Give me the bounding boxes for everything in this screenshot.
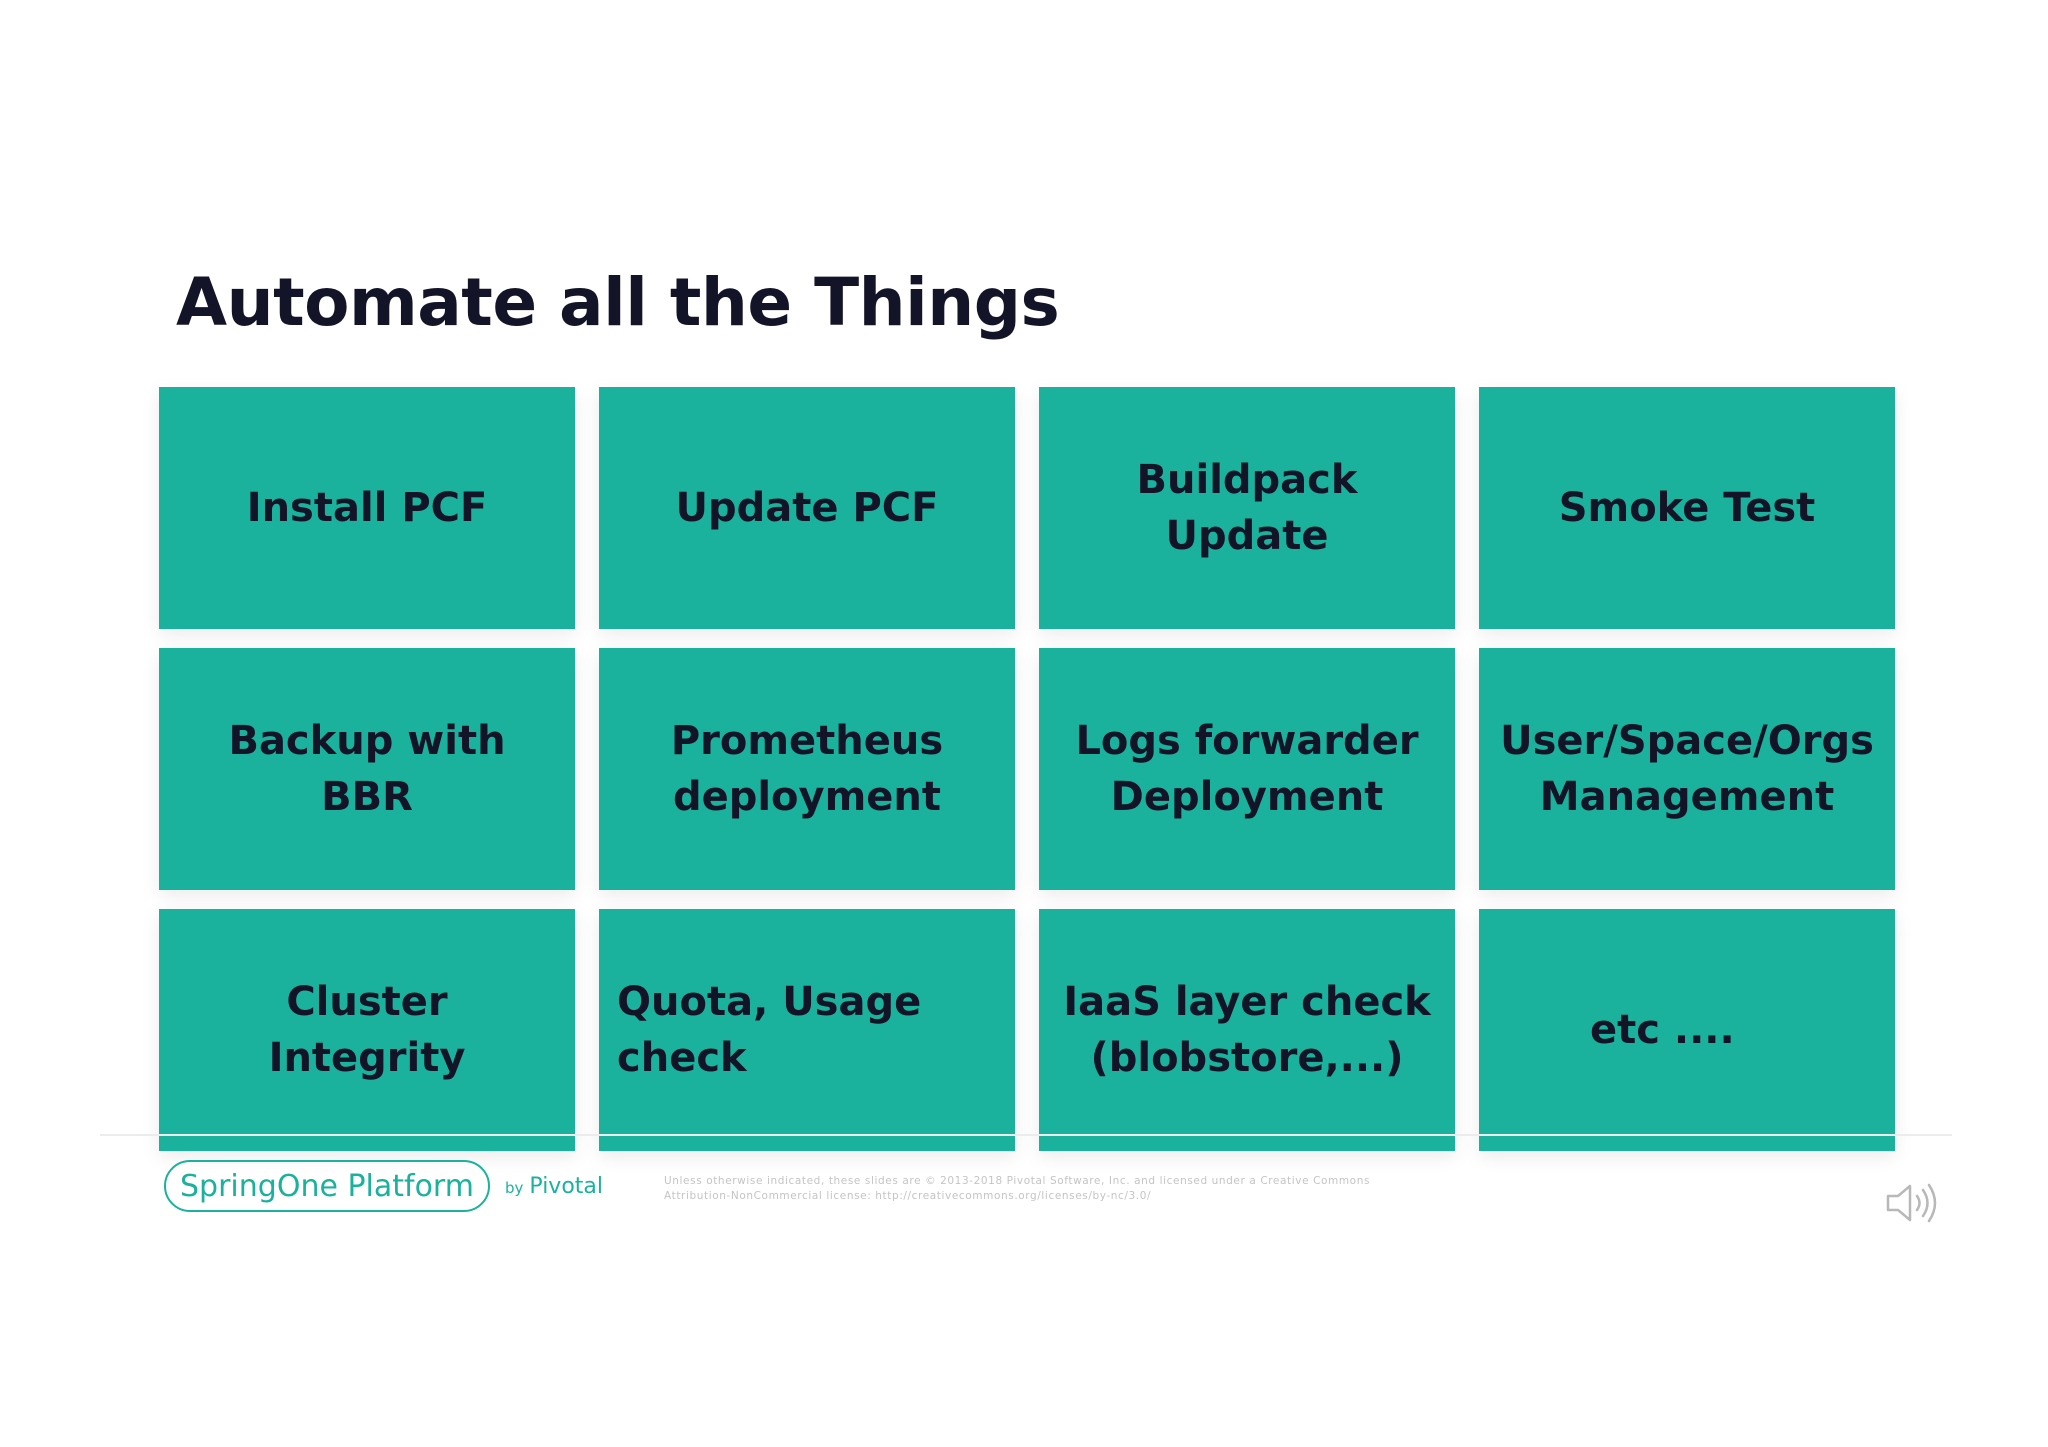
tile-label: Prometheus deployment [670,718,944,820]
by-text: by [505,1179,524,1197]
springone-platform-logo: SpringOne Platform [164,1160,490,1212]
tile-label: IaaS layer check (blobstore,...) [1063,979,1431,1081]
tile-label: Cluster Integrity [268,979,466,1081]
tile-install-pcf: Install PCF [159,387,575,629]
tile-update-pcf: Update PCF [599,387,1015,629]
tile-label: Smoke Test [1558,485,1816,531]
legal-notice: Unless otherwise indicated, these slides… [664,1174,1464,1204]
tile-label: etc .... [1590,1007,1735,1053]
tile-label: Buildpack Update [1136,457,1358,559]
tile-smoke-test: Smoke Test [1479,387,1895,629]
tile-label: Logs forwarder Deployment [1075,718,1419,820]
tile-user-space-orgs-management: User/Space/Orgs Management [1479,648,1895,890]
tile-label: Install PCF [246,485,488,531]
tile-buildpack-update: Buildpack Update [1039,387,1455,629]
speaker-icon[interactable] [1884,1180,1940,1226]
tile-prometheus-deployment: Prometheus deployment [599,648,1015,890]
tile-cluster-integrity: Cluster Integrity [159,909,575,1151]
pivotal-logo: by Pivotal [505,1174,603,1199]
tile-grid: Install PCF Update PCF Buildpack Update … [159,387,1897,1151]
tile-backup-with-bbr: Backup with BBR [159,648,575,890]
legal-line-2: Attribution-NonCommercial license: http:… [664,1190,1152,1202]
tile-etc: etc .... [1479,909,1895,1151]
tile-label: Update PCF [675,485,939,531]
tile-iaas-layer-check: IaaS layer check (blobstore,...) [1039,909,1455,1151]
tile-label: Backup with BBR [228,718,506,820]
tile-logs-forwarder-deployment: Logs forwarder Deployment [1039,648,1455,890]
tile-label: Quota, Usage check [617,979,922,1081]
tile-quota-usage-check: Quota, Usage check [599,909,1015,1151]
logo-text: SpringOne Platform [180,1168,474,1204]
footer-divider [100,1134,1952,1136]
slide-title: Automate all the Things [176,264,1060,341]
legal-line-1: Unless otherwise indicated, these slides… [664,1175,1371,1187]
tile-label: User/Space/Orgs Management [1500,718,1874,820]
pivotal-text: Pivotal [529,1174,604,1199]
